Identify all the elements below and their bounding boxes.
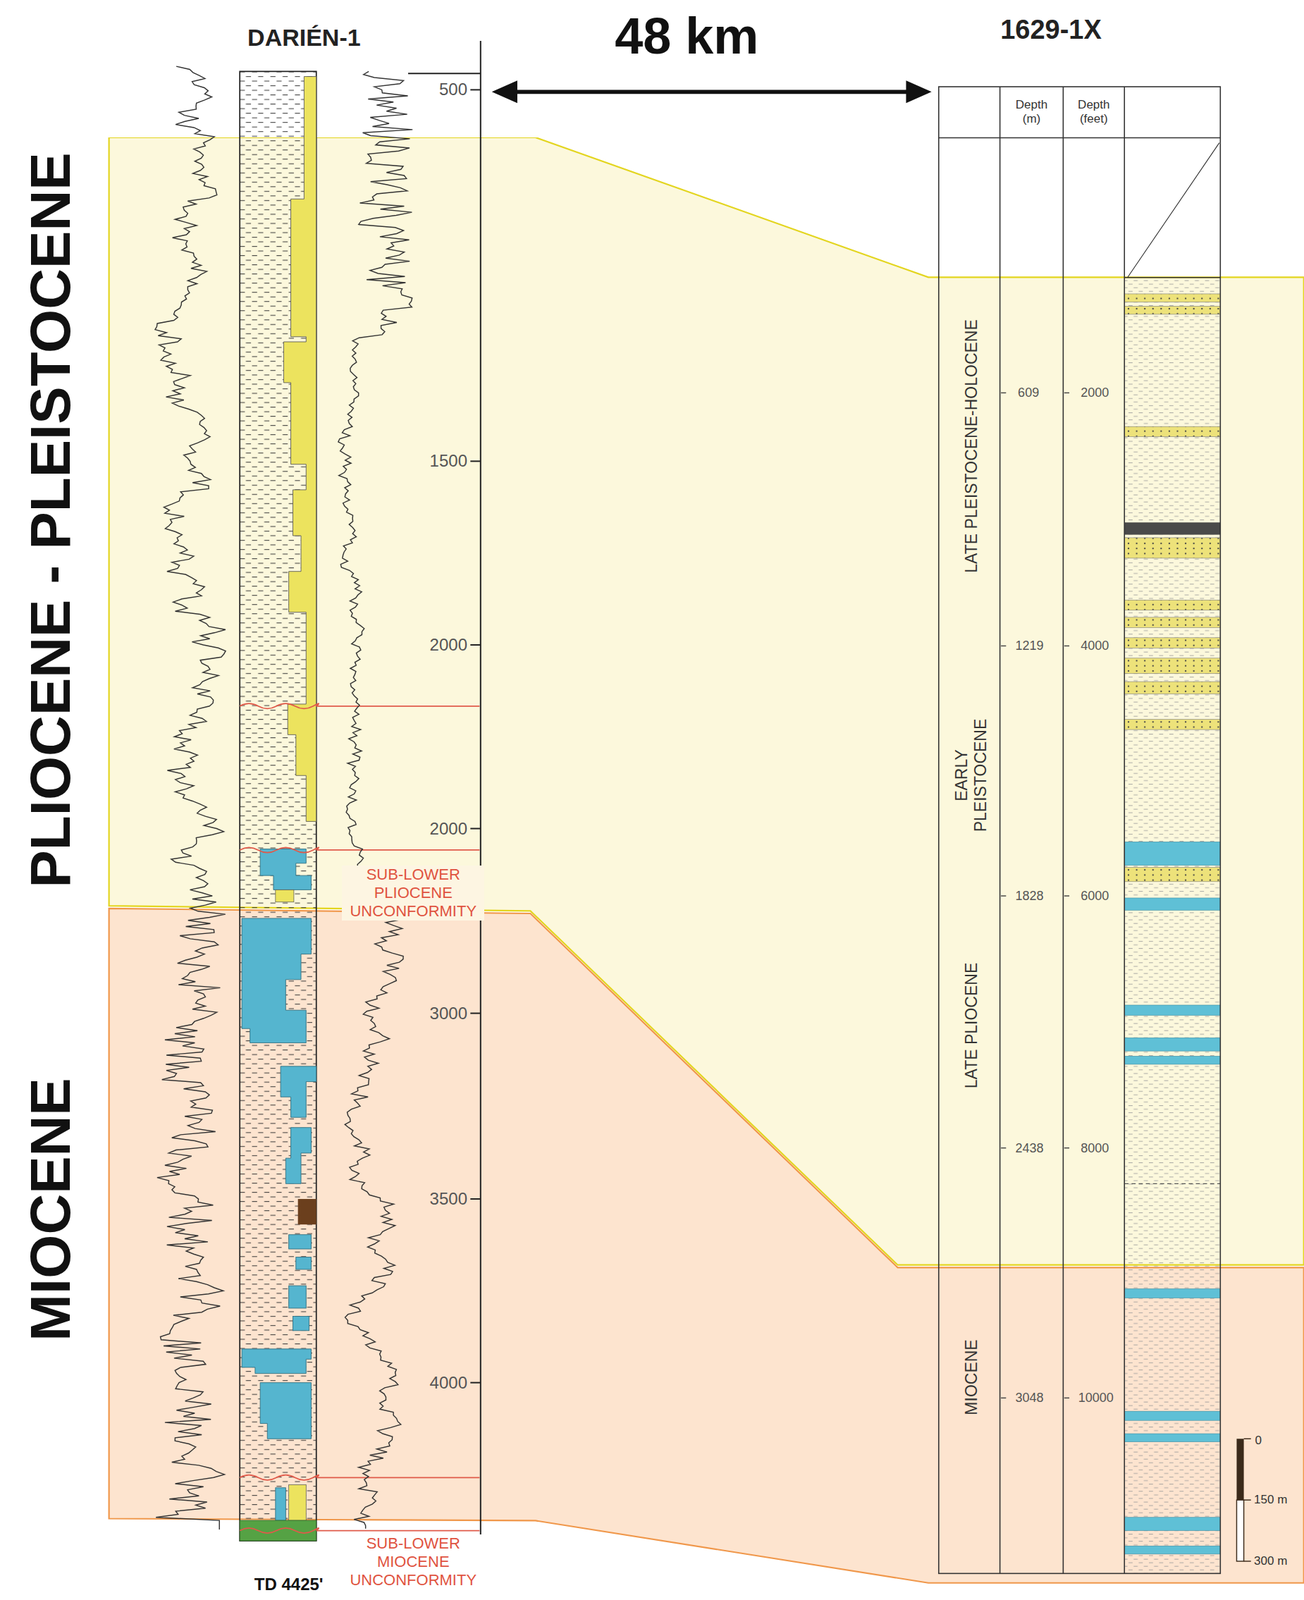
log-curve [338, 71, 413, 1529]
age-label: MIOCENE [962, 1339, 981, 1416]
arrow-head [905, 80, 932, 103]
period-band: MIOCENE [14, 904, 1304, 1586]
dark-layer [1124, 522, 1221, 535]
total-depth: TD 4425' [254, 1574, 324, 1595]
depth-value: 4000 [1080, 638, 1109, 654]
age-label: LATE PLEISTOCENE-HOLOCENE [962, 319, 981, 574]
column-header: Depth (m) [1009, 98, 1054, 127]
depth-value: 3048 [1015, 1390, 1044, 1406]
depth-value: 2438 [1015, 1140, 1044, 1156]
depth-value: 2000 [429, 635, 468, 655]
limestone-layers [1124, 841, 1221, 1554]
depth-value: 6000 [1080, 888, 1109, 904]
depth-value: 4000 [429, 1373, 468, 1393]
column-header: Depth (feet) [1072, 98, 1116, 127]
unconformity-lines [239, 703, 480, 1534]
well-table [938, 86, 1221, 1574]
lithology-column [1124, 277, 1221, 1574]
depth-value: 2000 [429, 819, 468, 839]
period-heading: PLIOCENE - PLEISTOCENE [18, 152, 84, 889]
depth-value: 8000 [1080, 1140, 1109, 1156]
scale-label: 150 m [1253, 1492, 1288, 1508]
depth-value: 3500 [429, 1189, 468, 1209]
lithology-column [239, 71, 317, 1541]
limestone-bodies [241, 848, 317, 1521]
arrow-head [491, 80, 518, 103]
sand-body [275, 889, 294, 902]
depth-value: 1219 [1015, 638, 1044, 654]
dashed-contact [1124, 1183, 1221, 1185]
log-curves [155, 66, 413, 1530]
age-label: EARLY PLEISTOCENE [952, 710, 991, 841]
sand-body [283, 76, 316, 822]
distance-arrow [510, 89, 914, 94]
unconformity-label: SUB-LOWER PLIOCENE UNCONFORMITY [341, 865, 485, 921]
depth-value: 500 [439, 80, 468, 101]
depth-value: 1828 [1015, 888, 1044, 904]
period-heading: MIOCENE [18, 1077, 84, 1341]
depth-value: 3000 [429, 1003, 468, 1024]
depth-value: 609 [1017, 385, 1039, 401]
unconformity-label: SUB-LOWER MIOCENE UNCONFORMITY [341, 1534, 485, 1590]
log-curve [155, 66, 226, 1530]
sand-layers [1124, 293, 1221, 882]
scale-bar [1236, 1438, 1251, 1562]
distance-label: 48 km [614, 6, 759, 65]
basement [239, 1520, 317, 1541]
scale-label: 300 m [1253, 1554, 1288, 1569]
coal-bed [298, 1198, 317, 1225]
scale-label: 0 [1255, 1433, 1262, 1448]
band-outline [14, 904, 1304, 1586]
well-name: 1629-1X [1000, 15, 1102, 47]
depth-ticks [1000, 392, 1070, 1398]
well-name: DARIÉN-1 [247, 23, 361, 52]
depth-value: 2000 [1080, 385, 1109, 401]
age-label: LATE PLIOCENE [962, 962, 981, 1090]
depth-value: 1500 [429, 451, 468, 472]
depth-value: 10000 [1078, 1390, 1114, 1406]
sand-body [288, 1484, 307, 1521]
depth-axis [408, 40, 481, 1562]
